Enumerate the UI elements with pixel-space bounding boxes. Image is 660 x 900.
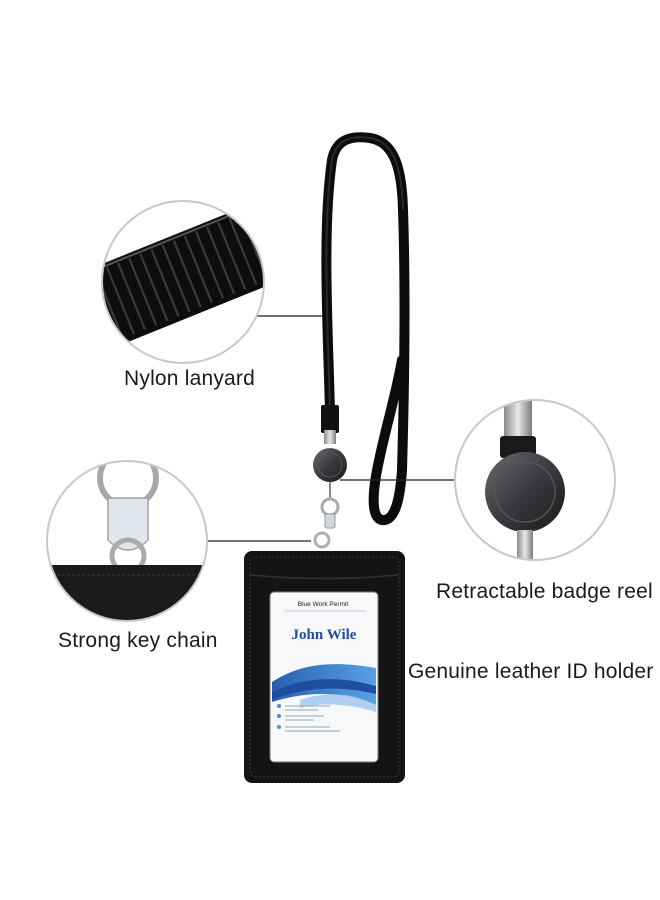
keychain-detail-circle [46,460,208,622]
card-contact-lines [277,704,340,732]
label-key-chain: Strong key chain [58,629,218,652]
card-wave-graphic [272,664,376,712]
leather-id-holder [244,551,405,783]
badge-reel [313,405,347,549]
label-badge-reel: Retractable badge reel [436,580,653,603]
nylon-detail-circle [101,200,265,364]
nylon-lanyard [321,132,410,525]
label-id-holder: Genuine leather ID holder [408,660,654,683]
label-nylon-lanyard: Nylon lanyard [124,367,255,390]
card-holder-name: John Wile [291,627,357,643]
reel-detail-circle [454,399,616,561]
card-title: Blue Work Permit [297,601,349,608]
